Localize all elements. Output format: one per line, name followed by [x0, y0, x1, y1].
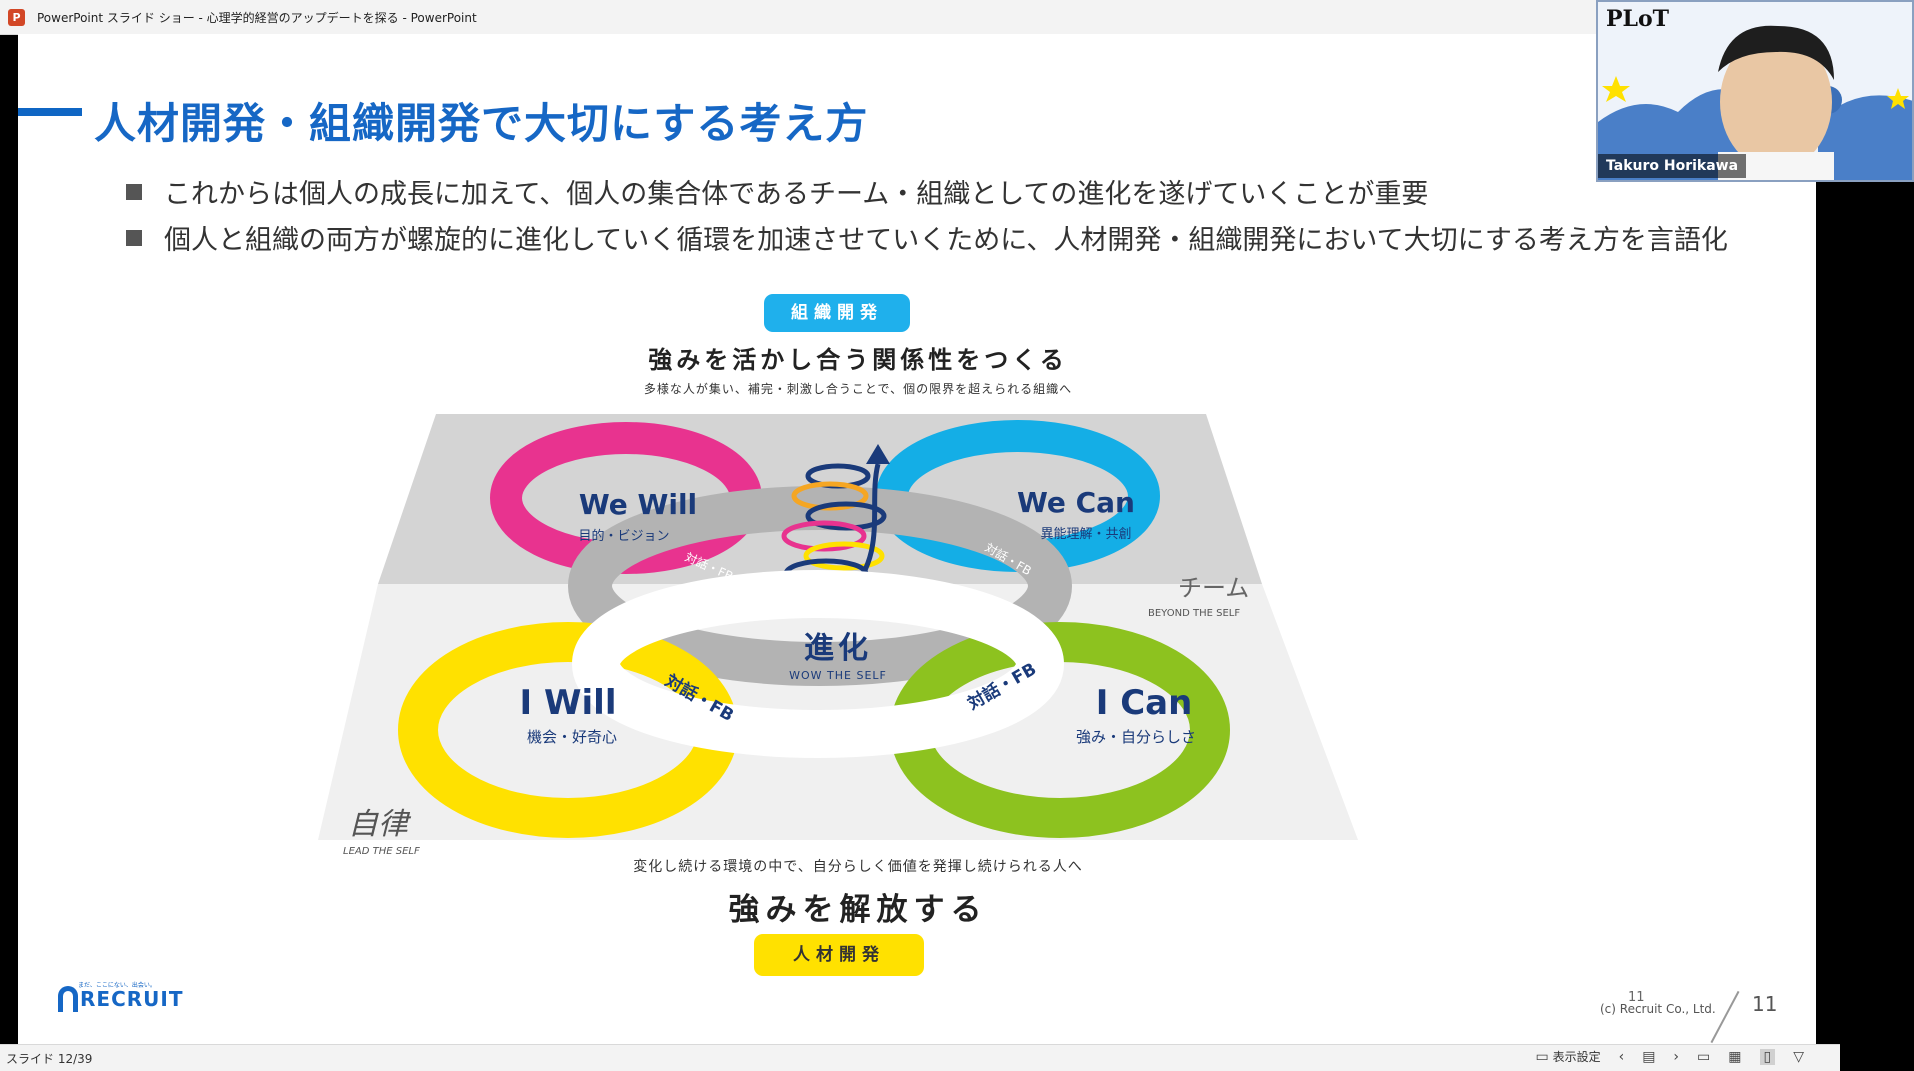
we-can-sub: 異能理解・共創 [1040, 527, 1131, 542]
status-bar-controls: ▭ 表示設定 ‹ ▤ › ▭ ▦ ▯ ▽ [1535, 1048, 1804, 1065]
hr-dev-subline: 変化し続ける環境の中で、自分らしく価値を発揮し続けられる人へ [633, 859, 1083, 875]
evolution-title: 進化 [804, 631, 872, 666]
page-number-small: 11 [1628, 990, 1645, 1005]
bullet-text: 個人と組織の両方が螺旋的に進化していく循環を加速させていくために、人材開発・組織… [164, 225, 1728, 256]
title-bar: P PowerPoint スライド ショー - 心理学的経営のアップデートを探る… [0, 0, 1914, 35]
display-settings-button[interactable]: ▭ 表示設定 [1535, 1049, 1601, 1065]
team-sub: BEYOND THE SELF [1148, 608, 1240, 619]
i-can-sub: 強み・自分らしさ [1076, 728, 1196, 746]
we-will-title: We Will [579, 488, 697, 521]
bullet-square-icon [126, 229, 142, 246]
webcam-video[interactable]: PLoT Takuro Horikawa [1596, 0, 1914, 182]
reading-view-icon[interactable]: ▯ [1759, 1048, 1776, 1065]
status-bar: スライド 12/39 ▭ 表示設定 ‹ ▤ › ▭ ▦ ▯ ▽ [0, 1044, 1840, 1071]
previous-slide-icon[interactable]: ‹ [1618, 1048, 1625, 1065]
monitor-icon: ▭ [1535, 1049, 1549, 1065]
i-will-title: I Will [520, 683, 617, 723]
hr-dev-pill: 人材開発 [754, 934, 924, 976]
bullet-item: これからは個人の成長に加えて、個人の集合体であるチーム・組織としての進化を遂げて… [126, 172, 1428, 211]
org-dev-pill: 組織開発 [764, 294, 910, 332]
slide-counter: スライド 12/39 [6, 1051, 93, 1066]
org-dev-subline: 多様な人が集い、補完・刺激し合うことで、個の限界を超えられる組織へ [643, 382, 1073, 396]
next-slide-icon[interactable]: › [1673, 1048, 1680, 1065]
bullet-text: これからは個人の成長に加えて、個人の集合体であるチーム・組織としての進化を遂げて… [164, 179, 1429, 210]
bullet-item: 個人と組織の両方が螺旋的に進化していく循環を加速させていくために、人材開発・組織… [126, 218, 1728, 257]
hr-dev-headline: 強みを解放する [728, 892, 988, 928]
slideshow-icon[interactable]: ▽ [1793, 1048, 1804, 1065]
we-will-sub: 目的・ビジョン [578, 528, 669, 544]
title-accent-bar [18, 108, 82, 116]
normal-view-icon[interactable]: ▭ [1697, 1048, 1711, 1065]
slide-sorter-icon[interactable]: ▦ [1728, 1048, 1742, 1065]
slide: 人材開発・組織開発で大切にする考え方 これからは個人の成長に加えて、個人の集合体… [18, 34, 1816, 1044]
logo-tagline: まだ、ここにない、出会い。 [78, 982, 156, 989]
we-can-title: We Can [1017, 486, 1135, 519]
recruit-logo: RECRUIT [58, 986, 183, 1012]
participant-name: Takuro Horikawa [1598, 154, 1747, 178]
self-label: 自律 [348, 807, 412, 842]
self-sub: LEAD THE SELF [343, 846, 420, 857]
bullet-square-icon [126, 183, 142, 200]
recruit-logo-mark-icon [58, 986, 78, 1012]
team-label: チーム [1178, 574, 1249, 602]
i-can-title: I Can [1096, 683, 1193, 723]
evolution-sub: WOW THE SELF [789, 669, 887, 682]
slide-menu-icon[interactable]: ▤ [1642, 1048, 1656, 1065]
i-will-sub: 機会・好奇心 [527, 728, 617, 746]
self-dialogue-arc [572, 570, 1064, 758]
recruit-logo-text: RECRUIT [80, 987, 184, 1011]
slide-title: 人材開発・組織開発で大切にする考え方 [94, 99, 869, 148]
window-title: PowerPoint スライド ショー - 心理学的経営のアップデートを探る -… [37, 10, 477, 25]
copyright: (c) Recruit Co., Ltd. [1600, 1002, 1716, 1016]
page-number: 11 [1752, 992, 1778, 1016]
development-cycle-diagram: We Will 目的・ビジョン We Can 異能理解・共創 I Will 機会… [318, 414, 1358, 857]
plot-logo: PLoT [1606, 6, 1670, 32]
org-dev-headline: 強みを活かし合う関係性をつくる [648, 346, 1068, 374]
powerpoint-icon: P [8, 8, 25, 26]
